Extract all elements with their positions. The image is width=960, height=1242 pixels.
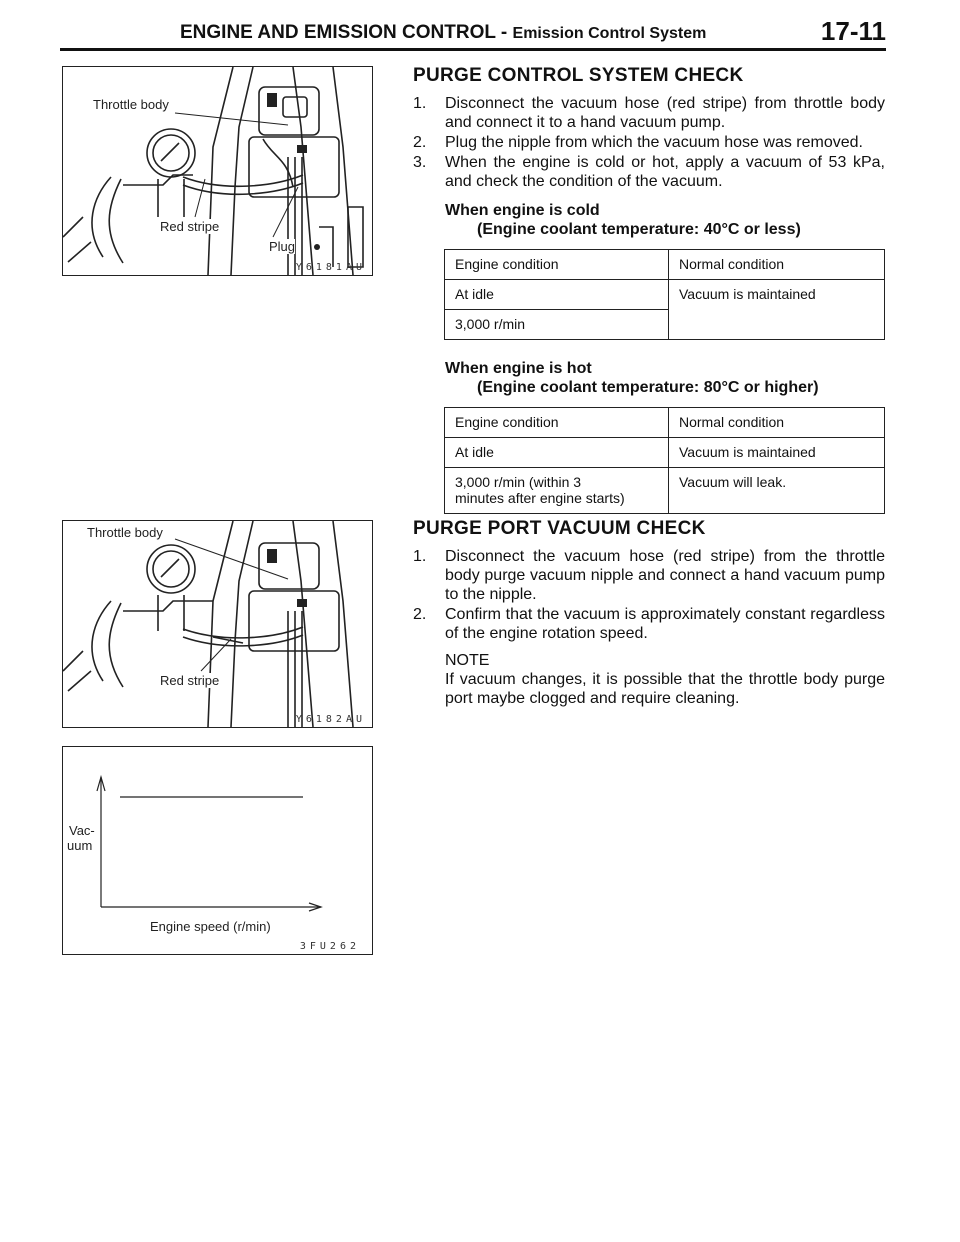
cold-condition-subtitle: (Engine coolant temperature: 40°C or les…: [477, 221, 801, 238]
section-title: PURGE CONTROL SYSTEM CHECK: [413, 65, 744, 86]
cell-line: minutes after engine starts): [455, 490, 625, 506]
section-purge-port: PURGE PORT VACUUM CHECK 1.Disconnect the…: [413, 519, 885, 708]
table-cell: Vacuum will leak.: [668, 467, 885, 514]
figure-code: Y6181AU: [295, 262, 366, 273]
table-header-row: Engine condition Normal condition: [444, 249, 885, 280]
hot-condition-table: Engine condition Normal condition At idl…: [444, 407, 885, 514]
table-cell: At idle: [444, 437, 669, 468]
x-axis-label: Engine speed (r/min): [150, 919, 271, 934]
table-row: 3,000 r/min: [444, 309, 885, 340]
label-plug: Plug: [269, 239, 296, 254]
table-header-cell: Normal condition: [668, 407, 885, 438]
page-header: ENGINE AND EMISSION CONTROL - Emission C…: [60, 14, 886, 51]
page-number: 17-11: [820, 16, 886, 46]
y-axis-label-line2: uum: [67, 838, 93, 853]
figure-code: Y6182AU: [295, 714, 366, 725]
header-rule: [60, 48, 886, 51]
step-list: 1.Disconnect the vacuum hose (red stripe…: [413, 94, 885, 191]
header-section: ENGINE AND EMISSION CONTROL: [180, 22, 496, 43]
throttle-body-illustration: [63, 521, 354, 727]
header-title: ENGINE AND EMISSION CONTROL - Emission C…: [180, 22, 706, 44]
figure-code: 3FU262: [299, 941, 360, 952]
step-item: 2.Confirm that the vacuum is approximate…: [413, 606, 885, 642]
cold-condition-table: Engine condition Normal condition At idl…: [444, 249, 885, 340]
figure-throttle-body-plug: Throttle body Red stripe Plug Y6181AU: [62, 66, 373, 276]
step-item: 1.Disconnect the vacuum hose (red stripe…: [413, 95, 885, 131]
table-cell: 3,000 r/min: [444, 309, 669, 340]
table-row: 3,000 r/min (within 3 minutes after engi…: [444, 467, 885, 514]
table-cell: 3,000 r/min (within 3 minutes after engi…: [444, 467, 669, 514]
note-heading: NOTE: [445, 652, 490, 669]
table-cell: At idle: [444, 279, 669, 310]
table-header-cell: Engine condition: [444, 407, 669, 438]
section-title: PURGE PORT VACUUM CHECK: [413, 518, 706, 539]
header-subsection: Emission Control System: [512, 25, 707, 42]
y-axis-arrow: [96, 774, 106, 792]
cold-condition-title: When engine is cold: [445, 202, 600, 219]
table-header-cell: Normal condition: [668, 249, 885, 280]
hot-condition-title: When engine is hot: [445, 360, 592, 377]
table-header-cell: Engine condition: [444, 249, 669, 280]
step-item: 3.When the engine is cold or hot, apply …: [413, 154, 885, 190]
cell-line: 3,000 r/min (within 3: [455, 474, 582, 490]
table-row: At idle Vacuum is maintained: [444, 279, 885, 340]
figure-vacuum-graph: Vac- uum Engine speed (r/min) 3FU262: [62, 746, 373, 955]
label-throttle-body: Throttle body: [87, 525, 163, 540]
figure-throttle-body-purge: Throttle body Red stripe Y6182AU: [62, 520, 373, 728]
table-row: At idle Vacuum is maintained: [444, 437, 885, 468]
x-axis-arrow: [308, 902, 323, 912]
step-list: 1.Disconnect the vacuum hose (red stripe…: [413, 547, 885, 643]
table-cell: Vacuum is maintained: [668, 279, 885, 340]
vacuum-graph: [96, 774, 323, 912]
note-body: If vacuum changes, it is possible that t…: [445, 671, 885, 707]
section-purge-control: PURGE CONTROL SYSTEM CHECK 1.Disconnect …: [413, 66, 885, 514]
step-item: 1.Disconnect the vacuum hose (red stripe…: [413, 548, 885, 603]
step-item: 2.Plug the nipple from which the vacuum …: [413, 134, 863, 151]
label-red-stripe: Red stripe: [160, 673, 220, 688]
table-header-row: Engine condition Normal condition: [444, 407, 885, 438]
hot-condition-subtitle: (Engine coolant temperature: 80°C or hig…: [477, 379, 819, 396]
y-axis-label-line1: Vac-: [69, 823, 95, 838]
table-cell: Vacuum is maintained: [668, 437, 885, 468]
header-separator: -: [500, 22, 508, 43]
label-throttle-body: Throttle body: [93, 97, 169, 112]
label-red-stripe: Red stripe: [160, 219, 220, 234]
